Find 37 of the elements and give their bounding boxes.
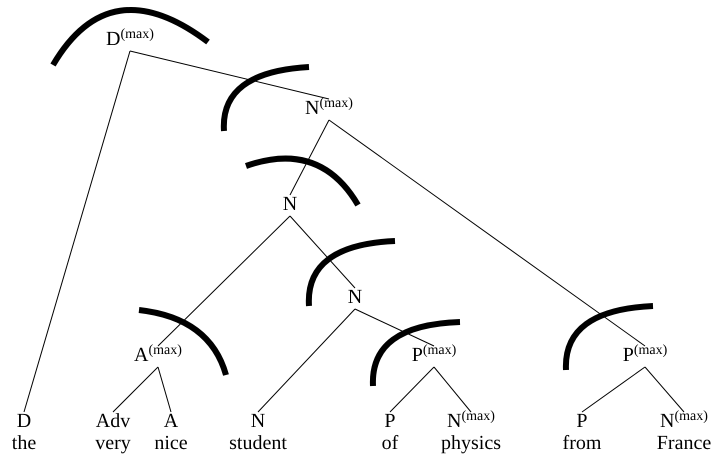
tree-branch: [354, 308, 434, 346]
tree-branch: [290, 120, 330, 196]
category-label: N$^{(max)}$: [447, 410, 495, 432]
tree-branch: [112, 366, 158, 412]
word-label: of: [382, 432, 398, 454]
tree-branch: [328, 120, 646, 346]
word-label: nice: [154, 432, 188, 454]
category-label: N: [348, 286, 362, 308]
tree-branch: [390, 366, 434, 412]
tree-branch: [582, 366, 646, 412]
category-label: N$^{(max)}$: [660, 410, 708, 432]
tree-branch: [434, 366, 472, 412]
category-label: A: [164, 410, 178, 432]
tree-branch: [644, 366, 684, 412]
tree-branch: [290, 216, 356, 288]
category-label: N: [250, 410, 266, 432]
word-label: from: [562, 432, 602, 454]
category-label: P$^{(max)}$: [622, 344, 668, 366]
category-label: D: [16, 410, 32, 432]
word-label: physics: [441, 432, 501, 454]
tree-branch: [158, 366, 172, 412]
tree-branch: [258, 308, 356, 412]
category-label: N$^{(max)}$: [305, 97, 353, 119]
word-label: very: [95, 432, 131, 454]
word-label: the: [12, 432, 36, 454]
tree-branch: [158, 216, 290, 346]
category-label: D$^{(max)}$: [106, 28, 154, 50]
tree-branch: [130, 50, 330, 100]
tree-branch: [24, 50, 130, 412]
category-label: P: [576, 410, 588, 432]
word-label: student: [229, 432, 287, 454]
category-label: Adv: [96, 410, 130, 432]
word-label: France: [656, 432, 712, 454]
category-label: N: [282, 193, 298, 215]
category-label: P$^{(max)}$: [412, 344, 456, 366]
category-label: A$^{(max)}$: [134, 344, 182, 366]
category-label: P: [384, 410, 396, 432]
